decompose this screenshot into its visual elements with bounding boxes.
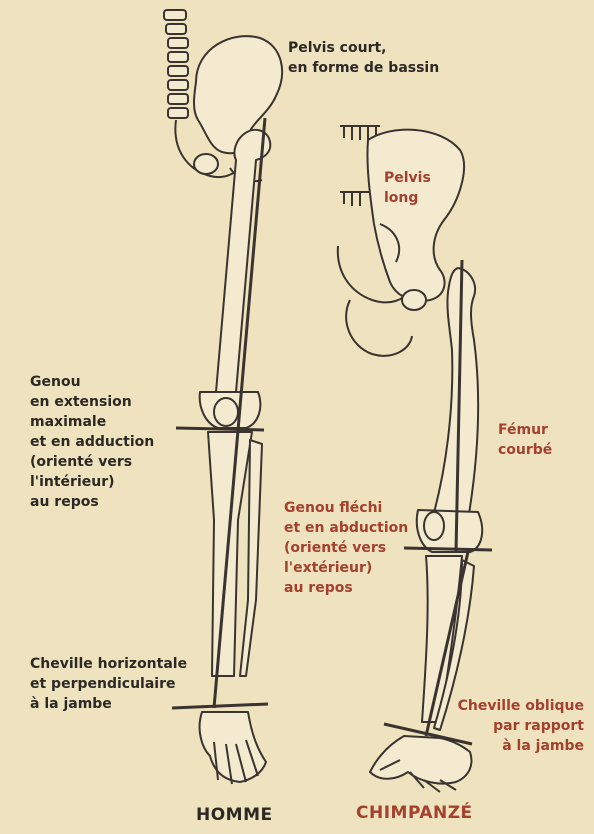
label-line: par rapport — [452, 716, 584, 736]
label-line: Genou fléchi — [284, 498, 408, 518]
label-line: au repos — [30, 492, 154, 512]
label-line: au repos — [284, 578, 408, 598]
label-line: et en adduction — [30, 432, 154, 452]
label-line: en forme de bassin — [288, 58, 439, 78]
chimp-femur-label: Fémur courbé — [498, 420, 552, 460]
chimp-skeleton — [338, 126, 482, 792]
label-line: l'extérieur) — [284, 558, 408, 578]
label-line: Fémur — [498, 420, 552, 440]
label-line: l'intérieur) — [30, 472, 154, 492]
label-line: long — [384, 188, 431, 208]
label-line: (orienté vers — [284, 538, 408, 558]
label-line: courbé — [498, 440, 552, 460]
chimp-title: CHIMPANZÉ — [356, 802, 473, 824]
label-line: et perpendiculaire — [30, 674, 187, 694]
label-line: à la jambe — [452, 736, 584, 756]
label-line: Cheville oblique — [452, 696, 584, 716]
label-line: à la jambe — [30, 694, 187, 714]
chimp-knee-label: Genou fléchi et en abduction (orienté ve… — [284, 498, 408, 598]
label-line: en extension — [30, 392, 154, 412]
human-spine — [164, 10, 188, 118]
label-line: et en abduction — [284, 518, 408, 538]
chimp-ankle-label: Cheville oblique par rapport à la jambe — [452, 696, 584, 756]
label-line: Pelvis court, — [288, 38, 439, 58]
human-pelvis — [194, 36, 282, 153]
human-knee-line — [176, 428, 264, 430]
label-line: maximale — [30, 412, 154, 432]
label-line: (orienté vers — [30, 452, 154, 472]
chimp-knee-line — [404, 548, 492, 550]
human-title: HOMME — [196, 804, 273, 826]
human-pelvis-label: Pelvis court, en forme de bassin — [288, 38, 439, 78]
human-knee-label: Genou en extension maximale et en adduct… — [30, 372, 154, 512]
label-line: Pelvis — [384, 168, 431, 188]
human-ankle-label: Cheville horizontale et perpendiculaire … — [30, 654, 187, 714]
chimp-pelvis — [367, 130, 464, 301]
chimp-femur — [432, 268, 478, 520]
human-femur — [216, 130, 270, 392]
label-line: Cheville horizontale — [30, 654, 187, 674]
chimp-pelvis-label: Pelvis long — [384, 168, 431, 208]
label-line: Genou — [30, 372, 154, 392]
